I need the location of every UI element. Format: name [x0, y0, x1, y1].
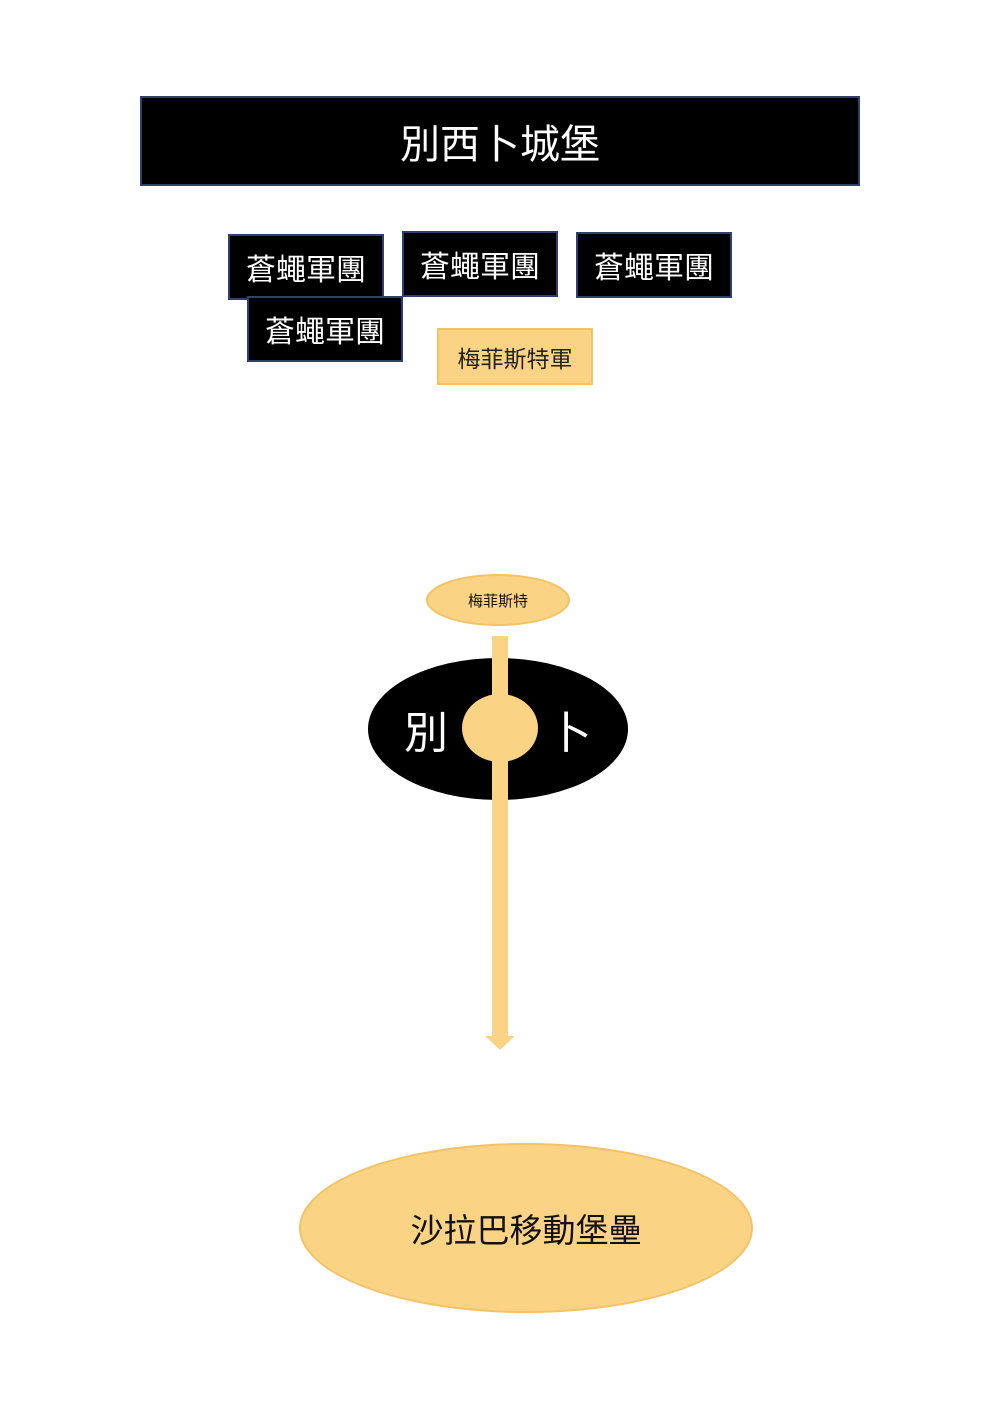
mephisto-node-label: 梅菲斯特 — [467, 591, 528, 610]
fortress-node: 沙拉巴移動堡壘 — [299, 1143, 753, 1313]
mephisto-node: 梅菲斯特 — [426, 574, 570, 626]
fly-legion-box: 蒼蠅軍團 — [228, 234, 384, 300]
down-arrow-head — [485, 1036, 515, 1050]
fly-legion-box: 蒼蠅軍團 — [576, 232, 732, 298]
mephisto-army-label: 梅菲斯特軍 — [457, 346, 573, 373]
down-arrow-shaft — [492, 636, 508, 1036]
fly-legion-label: 蒼蠅軍團 — [265, 315, 385, 350]
castle-title-box: 別西卜城堡 — [140, 96, 860, 186]
fly-legion-label: 蒼蠅軍團 — [594, 251, 714, 286]
fly-legion-box: 蒼蠅軍團 — [402, 231, 558, 297]
fly-legion-box: 蒼蠅軍團 — [247, 296, 403, 362]
castle-title: 別西卜城堡 — [400, 122, 600, 168]
mephisto-army-box: 梅菲斯特軍 — [437, 328, 593, 385]
fortress-node-label: 沙拉巴移動堡壘 — [410, 1211, 642, 1250]
fly-legion-label: 蒼蠅軍團 — [246, 253, 366, 288]
fly-legion-label: 蒼蠅軍團 — [420, 250, 540, 285]
